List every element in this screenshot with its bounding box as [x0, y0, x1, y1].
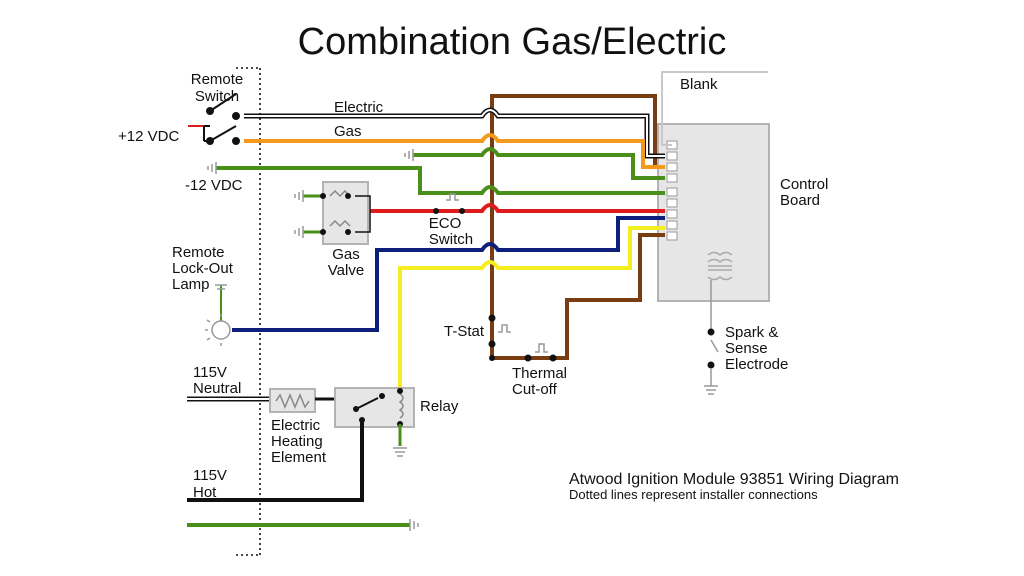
relay — [334, 387, 415, 446]
plus12-label: +12 VDC — [118, 128, 179, 145]
ground-icon — [404, 149, 414, 161]
green-ground-main — [216, 166, 665, 195]
thermal-cutoff-label-2: Cut-off — [512, 381, 558, 398]
minus12-label: -12 VDC — [185, 177, 243, 194]
heating-element-label-2: Heating — [271, 433, 323, 450]
gas-valve — [303, 181, 371, 245]
spark-sense-label-1: Spark & — [725, 324, 778, 341]
blank-wire — [661, 71, 768, 146]
diagram-title: Combination Gas/Electric — [298, 21, 727, 63]
control-board-label-2: Board — [780, 192, 820, 209]
hot-label-2: Hot — [193, 484, 217, 501]
heating-element — [269, 388, 335, 413]
thermal-cutoff-label-1: Thermal — [512, 365, 567, 382]
caption-main: Atwood Ignition Module 93851 Wiring Diag… — [569, 471, 899, 488]
eco-switch-label-1: ECO — [429, 215, 462, 232]
gas-valve-label-2: Valve — [328, 262, 364, 279]
electric-label: Electric — [334, 99, 384, 116]
spark-electrode — [704, 280, 719, 395]
ground-icon — [393, 447, 407, 457]
ground-icon — [409, 519, 419, 531]
brown-wire — [490, 94, 665, 360]
gas-label: Gas — [334, 123, 362, 140]
lockout-lamp-icon — [205, 284, 231, 346]
lockout-lamp-wire — [232, 216, 665, 332]
junction-dots — [489, 355, 495, 361]
gas-valve-label-1: Gas — [332, 246, 360, 263]
spark-transformer-icon — [707, 251, 733, 281]
t-stat-label: T-Stat — [444, 323, 485, 340]
hot-label-1: 115V — [193, 467, 227, 484]
hot-wire — [187, 420, 364, 502]
t-stat — [488, 314, 511, 348]
remote-switch — [203, 93, 240, 145]
heating-element-label-1: Electric — [271, 417, 321, 434]
lockout-lamp-label-1: Remote — [172, 244, 225, 261]
ground-icon — [294, 190, 304, 202]
thermal-cutoff — [524, 343, 557, 362]
relay-yellow-wire — [398, 226, 665, 388]
spark-sense-label-3: Electrode — [725, 356, 788, 373]
ground-icon — [207, 162, 217, 174]
control-board-label-1: Control — [780, 176, 828, 193]
gas-wire — [244, 133, 665, 169]
eco-switch — [433, 193, 465, 214]
lockout-lamp-label-2: Lock-Out — [172, 260, 234, 277]
terminal-block — [666, 140, 678, 241]
spark-sense-label-2: Sense — [725, 340, 768, 357]
ground-icon — [294, 226, 304, 238]
blank-label: Blank — [680, 76, 718, 93]
heating-element-label-3: Element — [271, 449, 327, 466]
remote-switch-label-1: Remote — [191, 71, 244, 88]
eco-switch-label-2: Switch — [429, 231, 473, 248]
electric-wire-inner — [244, 109, 665, 157]
red-wire — [370, 203, 665, 213]
neutral-label-1: 115V — [193, 364, 227, 381]
green-ground-upper — [413, 147, 665, 180]
relay-label: Relay — [420, 398, 459, 415]
remote-switch-label-2: Switch — [195, 88, 239, 105]
neutral-label-2: Neutral — [193, 380, 241, 397]
lockout-lamp-label-3: Lamp — [172, 276, 210, 293]
caption-sub: Dotted lines represent installer connect… — [569, 487, 818, 502]
